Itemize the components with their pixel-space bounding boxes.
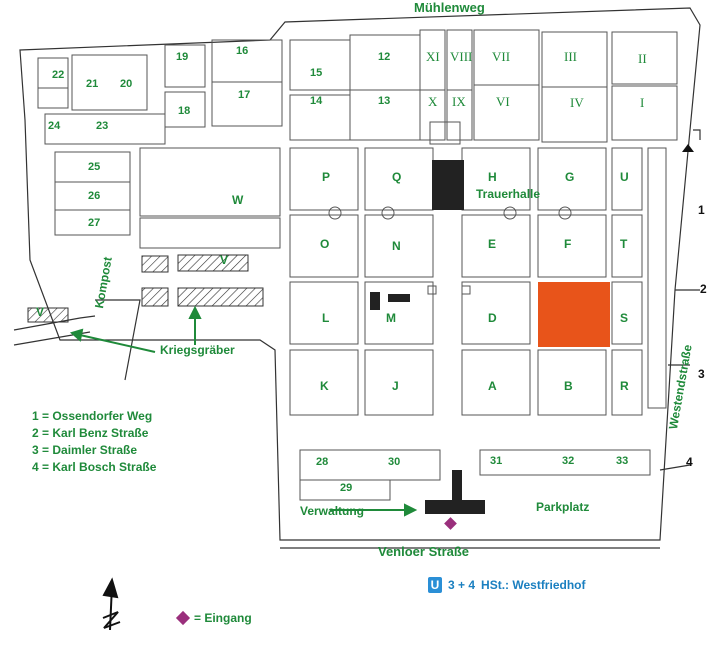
section-V-inner: V xyxy=(220,253,229,267)
section-V-outer: V xyxy=(36,305,45,319)
entrance-1: 1 xyxy=(698,203,705,217)
ubahn-stop: HSt.: Westfriedhof xyxy=(481,578,586,592)
eingang-legend: = Eingang xyxy=(175,610,252,626)
section-33: 33 xyxy=(616,455,629,467)
section-K: K xyxy=(320,379,329,393)
section-IX: IX xyxy=(452,94,466,109)
legend-item: 2 = Karl Benz Straße xyxy=(32,426,149,440)
section-16: 16 xyxy=(236,45,249,57)
section-X: X xyxy=(428,94,438,109)
section-27: 27 xyxy=(88,217,101,229)
section-P: P xyxy=(322,170,331,184)
entrance-2: 2 xyxy=(700,282,707,296)
section-N: N xyxy=(392,239,401,253)
entrance-3: 3 xyxy=(698,367,705,381)
section-S: S xyxy=(620,311,629,325)
section-18: 18 xyxy=(178,105,191,117)
section-T: T xyxy=(620,237,628,251)
section-R: R xyxy=(620,379,629,393)
section-III: III xyxy=(564,49,577,64)
section-E: E xyxy=(488,237,497,251)
section-23: 23 xyxy=(96,120,109,132)
trauerhalle-building xyxy=(432,160,464,210)
street-legend: 1 = Ossendorfer Weg 2 = Karl Benz Straße… xyxy=(32,408,156,476)
eingang-label: = Eingang xyxy=(194,611,252,625)
section-28: 28 xyxy=(316,456,329,468)
verwaltung-label: Verwaltung xyxy=(300,504,365,518)
section-19: 19 xyxy=(176,51,189,63)
north-arrow-icon xyxy=(102,577,121,631)
section-17: 17 xyxy=(238,89,251,101)
trauerhalle-label: Trauerhalle xyxy=(476,187,541,201)
section-29: 29 xyxy=(340,482,353,494)
section-XI: XI xyxy=(426,49,440,64)
kriegsgraeber-label: Kriegsgräber xyxy=(160,343,235,357)
section-25: 25 xyxy=(88,161,101,173)
ubahn-icon: U xyxy=(428,577,442,593)
ubahn-info: U 3 + 4 HSt.: Westfriedhof xyxy=(428,577,585,593)
section-J: J xyxy=(392,379,399,393)
section-F: F xyxy=(564,237,572,251)
legend-item: 1 = Ossendorfer Weg xyxy=(32,409,153,423)
highlighted-section xyxy=(538,282,610,347)
section-32: 32 xyxy=(562,455,575,467)
section-31: 31 xyxy=(490,455,503,467)
section-22: 22 xyxy=(52,69,65,81)
section-U: U xyxy=(620,170,629,184)
section-Q: Q xyxy=(392,170,402,184)
section-12: 12 xyxy=(378,51,391,63)
section-B: B xyxy=(564,379,573,393)
section-I: I xyxy=(640,95,645,110)
section-A: A xyxy=(488,379,497,393)
section-24: 24 xyxy=(48,120,61,132)
section-15: 15 xyxy=(310,67,323,79)
section-O: O xyxy=(320,237,330,251)
section-W: W xyxy=(232,193,244,207)
section-H: H xyxy=(488,170,497,184)
entrance-4: 4 xyxy=(686,455,693,469)
section-30: 30 xyxy=(388,456,401,468)
section-II: II xyxy=(638,51,647,66)
section-13: 13 xyxy=(378,95,391,107)
section-IV: IV xyxy=(570,95,584,110)
section-20: 20 xyxy=(120,78,133,90)
legend-item: 3 = Daimler Straße xyxy=(32,443,138,457)
section-D: D xyxy=(488,311,497,325)
section-26: 26 xyxy=(88,190,101,202)
section-L: L xyxy=(322,311,330,325)
parkplatz-label: Parkplatz xyxy=(536,500,590,514)
section-VI: VI xyxy=(496,94,510,109)
section-21: 21 xyxy=(86,78,99,90)
street-venloer: Venloer Straße xyxy=(378,544,470,559)
entrance-marker xyxy=(444,517,457,530)
section-14: 14 xyxy=(310,95,323,107)
section-M: M xyxy=(386,311,396,325)
street-muehlenweg: Mühlenweg xyxy=(414,0,485,15)
entrance-diamond-icon xyxy=(175,610,191,626)
section-G: G xyxy=(565,170,575,184)
ubahn-lines: 3 + 4 xyxy=(448,578,476,592)
section-VII: VII xyxy=(492,49,511,64)
section-VIII: VIII xyxy=(450,49,473,64)
legend-item: 4 = Karl Bosch Straße xyxy=(32,460,157,474)
